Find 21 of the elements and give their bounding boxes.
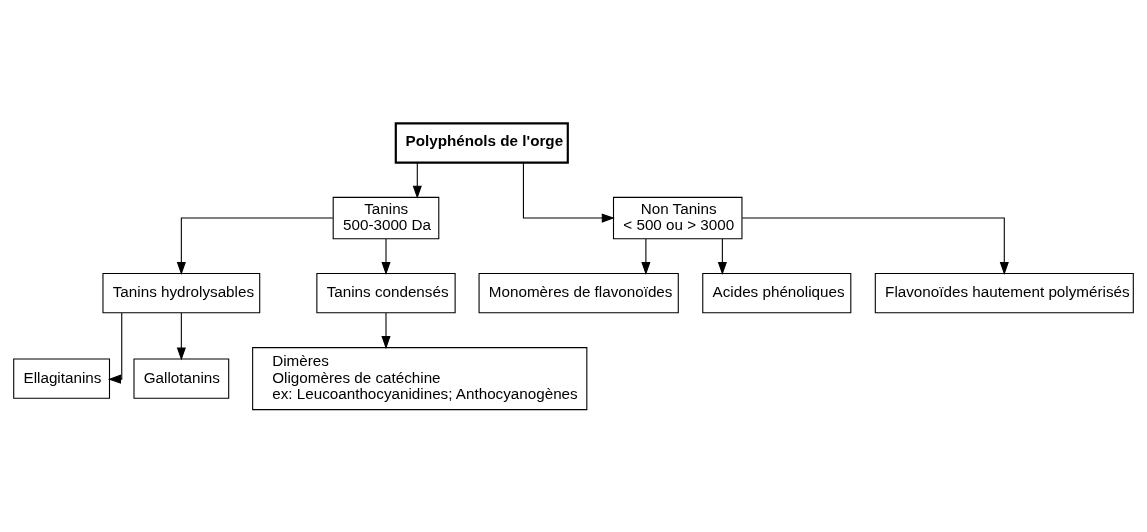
arrow [381, 237, 391, 275]
node-box: Tanins 500-3000 Da [332, 196, 440, 239]
arrow [641, 237, 651, 275]
node-box: Flavonoïdes hautement polymérisés [874, 272, 1134, 313]
node-box: Acides phénoliques [702, 272, 852, 313]
node-box: Polyphénols de l'orge [394, 121, 569, 164]
arrow [381, 311, 391, 349]
arrow [717, 237, 727, 275]
arrow [107, 312, 123, 384]
arrow [176, 311, 186, 361]
node-box: Monomères de flavonoïdes [478, 272, 679, 313]
node-box: Non Tanins < 500 ou > 3000 [612, 196, 743, 239]
arrow [176, 217, 334, 275]
arrow [741, 217, 1009, 275]
arrow [412, 161, 422, 199]
arrow [522, 161, 615, 223]
node-box: Ellagitanins [13, 358, 111, 399]
node-box: Tanins condensés [316, 272, 456, 313]
node-box: Dimères Oligomères de catéchine ex: Leucoanthocyanidines; Anthocyanogènes [252, 346, 588, 410]
node-box: Tanins hydrolysables [102, 272, 261, 313]
node-box: Gallotanins [133, 358, 230, 399]
